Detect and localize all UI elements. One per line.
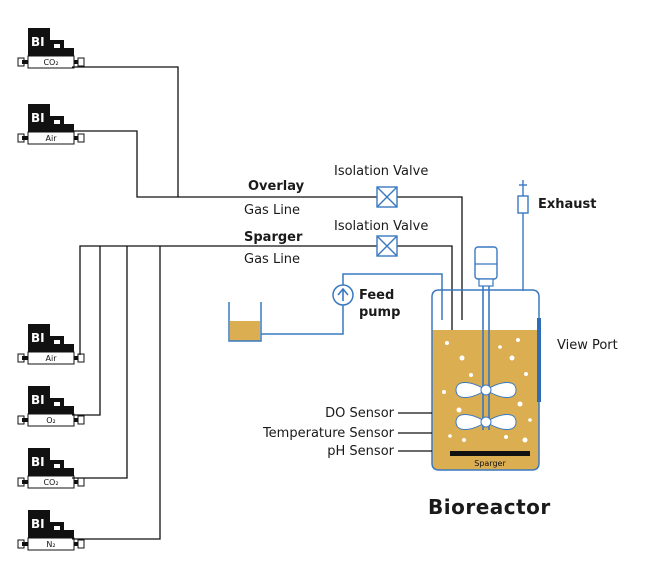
overlay-gasline-label: Gas Line: [244, 203, 300, 218]
temperature-sensor-label: Temperature Sensor: [262, 426, 395, 441]
mfc-gas-label: CO₂: [43, 58, 58, 67]
agitator-motor: [474, 246, 498, 287]
bubble: [509, 355, 515, 361]
bubble: [462, 438, 466, 442]
isolation-valve-sparger: [376, 235, 398, 257]
sensor-lines: [398, 412, 432, 452]
view-port: [537, 318, 541, 402]
bubble: [445, 341, 449, 345]
bubble: [504, 435, 508, 439]
sparger-bar: [450, 451, 530, 456]
mfc-unit: BI CO₂: [17, 448, 85, 489]
view-port-label: View Port: [557, 338, 618, 353]
bioreactor-title: Bioreactor: [428, 495, 551, 519]
mfc-gas-label: Air: [46, 134, 58, 143]
bubble: [498, 345, 502, 349]
bubbles: [442, 338, 532, 443]
sparger-gasline-label: Gas Line: [244, 252, 300, 267]
mfc-logo: BI: [31, 35, 45, 49]
bubble: [442, 390, 446, 394]
agitator-shaft: [482, 286, 490, 430]
feed-pump-icon: [332, 284, 354, 306]
feed-pump-label-line1: Feed: [359, 288, 394, 303]
bubble: [448, 434, 452, 438]
mfc-gas-label: N₂: [46, 540, 55, 549]
exhaust-filter-icon: [517, 180, 529, 291]
bubble: [469, 373, 473, 377]
mfc-unit: BI CO₂: [17, 28, 85, 69]
feed-line-to-vessel: [342, 273, 443, 320]
mfc-logo: BI: [31, 517, 45, 531]
feed-bottle: [228, 302, 262, 342]
feed-line: [261, 305, 344, 335]
bubble: [517, 401, 523, 407]
isolation-valve-top-label: Isolation Valve: [334, 164, 428, 179]
bubble: [528, 418, 532, 422]
sparger-label: Sparger: [244, 230, 303, 245]
impeller-upper: [455, 382, 517, 398]
bubble: [522, 437, 528, 443]
feed-pump-label-line2: pump: [359, 305, 400, 320]
mfc-logo: BI: [31, 331, 45, 345]
mfc-logo: BI: [31, 455, 45, 469]
sparger-bar-label: Sparger: [474, 459, 506, 468]
overlay-label: Overlay: [248, 179, 305, 194]
impeller-lower: [455, 414, 517, 430]
bubble: [459, 355, 465, 361]
exhaust-label: Exhaust: [538, 197, 597, 212]
bubble: [516, 338, 520, 342]
do-sensor-label: DO Sensor: [325, 406, 395, 421]
bioreactor-vessel: [431, 289, 541, 471]
ph-sensor-label: pH Sensor: [327, 444, 394, 459]
isolation-valve-bottom-label: Isolation Valve: [334, 219, 428, 234]
mfc-logo: BI: [31, 111, 45, 125]
bubble: [456, 407, 462, 413]
bubble: [524, 372, 528, 376]
mfc-gas-label: Air: [46, 354, 58, 363]
mfc-gas-label: CO₂: [43, 478, 58, 487]
isolation-valve-overlay: [376, 186, 398, 208]
sparger-gas-lines: [72, 245, 453, 540]
mfc-gas-label: O₂: [46, 416, 56, 425]
mfc-logo: BI: [31, 393, 45, 407]
overlay-gas-lines: [72, 66, 463, 320]
